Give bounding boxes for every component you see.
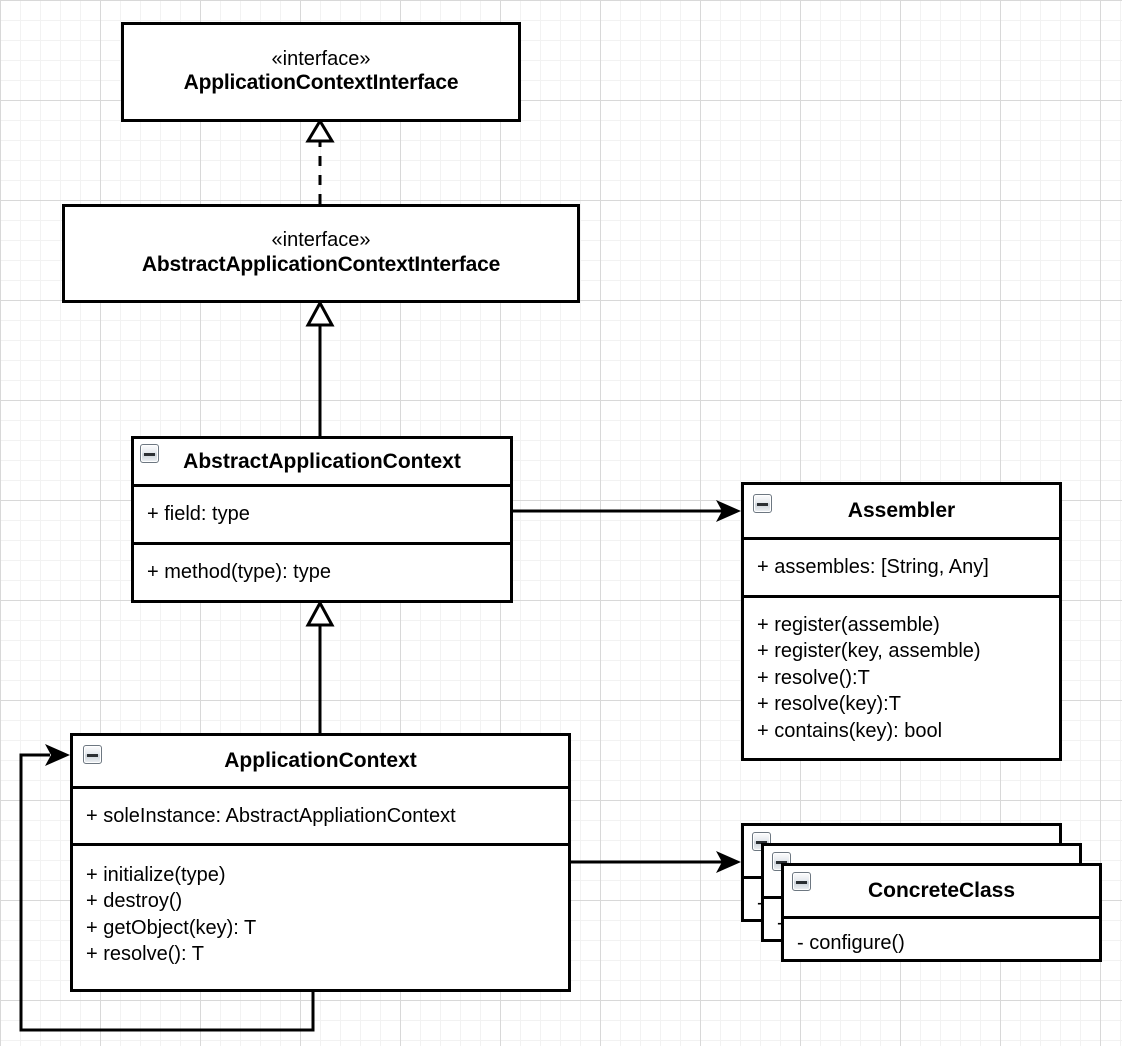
association-abstractcontext-to-assembler (512, 500, 741, 522)
method-row: + method(type): type (147, 561, 331, 583)
realization-abstractinterface-to-interface (305, 118, 335, 204)
methods-compartment: - configure() (784, 916, 1099, 959)
method-row: + destroy() (86, 890, 183, 913)
class-header: «interface» AbstractApplicationContextIn… (65, 207, 577, 300)
method-row: + resolve():T (757, 666, 870, 689)
method-row: + contains(key): bool (757, 719, 943, 742)
attribute-row: + assembles: [String, Any] (757, 556, 989, 578)
attribute-row: + soleInstance: AbstractAppliationContex… (86, 805, 456, 827)
class-name: ApplicationContext (224, 749, 417, 772)
methods-compartment: + method(type): type (134, 542, 510, 600)
class-header: ConcreteClass (784, 866, 1099, 916)
method-row: + getObject(key): T (86, 916, 257, 939)
collapse-minus-icon[interactable] (140, 444, 159, 463)
class-application-context[interactable]: ApplicationContext + soleInstance: Abstr… (70, 733, 571, 992)
class-header: ApplicationContext (73, 736, 568, 786)
association-applicationcontext-to-concreteclass (571, 851, 741, 873)
method-row: - configure() (797, 932, 905, 954)
method-row: + resolve(): T (86, 943, 204, 966)
class-header: Assembler (744, 485, 1059, 537)
generalization-abstractcontext-to-abstractinterface (305, 299, 335, 437)
class-name: ApplicationContextInterface (183, 71, 459, 95)
class-stereotype: «interface» (271, 229, 371, 252)
attributes-compartment: + assembles: [String, Any] (744, 537, 1059, 595)
collapse-minus-icon[interactable] (792, 872, 811, 891)
class-application-context-interface[interactable]: «interface» ApplicationContextInterface (121, 22, 521, 122)
class-assembler[interactable]: Assembler + assembles: [String, Any] + r… (741, 482, 1062, 761)
methods-compartment: + register(assemble) + register(key, ass… (744, 595, 1059, 758)
class-header: AbstractApplicationContext (134, 439, 510, 484)
collapse-minus-icon[interactable] (83, 745, 102, 764)
collapse-minus-icon[interactable] (753, 494, 772, 513)
attribute-row: + field: type (147, 503, 250, 525)
method-row: + register(assemble) (757, 614, 940, 636)
class-name: Assembler (847, 499, 956, 522)
generalization-applicationcontext-to-abstractcontext (305, 599, 335, 733)
class-stereotype: «interface» (271, 47, 371, 70)
methods-compartment: + initialize(type) + destroy() + getObje… (73, 843, 568, 989)
class-name: AbstractApplicationContextInterface (141, 252, 501, 276)
class-name: AbstractApplicationContext (183, 449, 461, 473)
method-row: + register(key, assemble) (757, 640, 981, 663)
class-concrete-class-front[interactable]: ConcreteClass - configure() (781, 863, 1102, 962)
method-row: + resolve(key):T (757, 693, 901, 716)
class-abstract-application-context-interface[interactable]: «interface» AbstractApplicationContextIn… (62, 204, 580, 303)
attributes-compartment: + soleInstance: AbstractAppliationContex… (73, 786, 568, 843)
attributes-compartment: + field: type (134, 484, 510, 542)
class-name: ConcreteClass (867, 879, 1016, 902)
class-header: «interface» ApplicationContextInterface (124, 25, 518, 119)
class-abstract-application-context[interactable]: AbstractApplicationContext + field: type… (131, 436, 513, 603)
method-row: + initialize(type) (86, 864, 226, 886)
